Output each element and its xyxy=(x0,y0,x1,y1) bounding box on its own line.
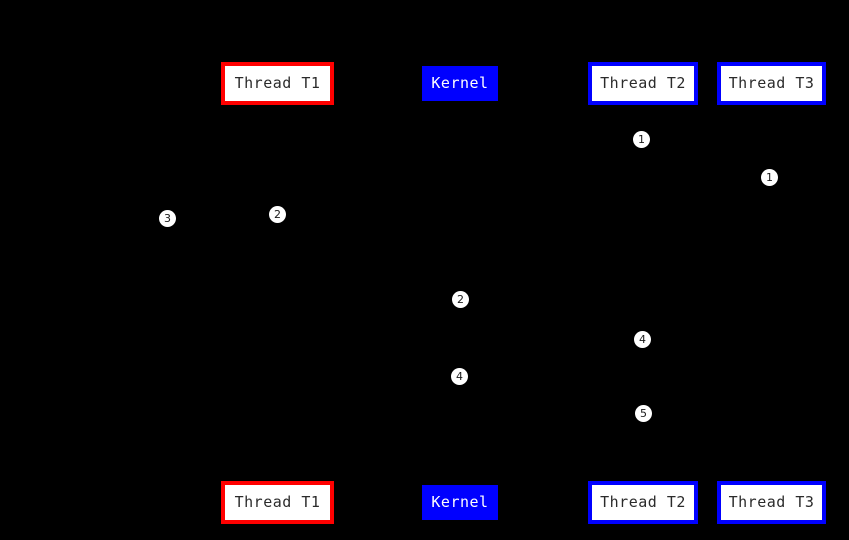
lifeline-t3 xyxy=(771,105,772,481)
participant-thread-t1-top[interactable]: Thread T1 xyxy=(221,62,334,105)
step-bullet: 1 xyxy=(761,169,778,186)
participant-label: Thread T1 xyxy=(234,493,321,511)
participant-kernel-top[interactable]: Kernel xyxy=(422,66,498,101)
lifeline-nub-t1-bottom xyxy=(276,478,279,482)
step-number: 1 xyxy=(766,171,773,184)
step-bullet: 4 xyxy=(634,331,651,348)
step-bullet: 3 xyxy=(159,210,176,227)
lifeline-t1 xyxy=(277,105,278,481)
participant-label: Thread T3 xyxy=(728,493,815,511)
lifeline-t2 xyxy=(643,105,644,481)
participant-thread-t1-bottom[interactable]: Thread T1 xyxy=(221,481,334,524)
step-number: 4 xyxy=(639,333,646,346)
participant-label: Thread T3 xyxy=(728,74,815,92)
step-number: 4 xyxy=(456,370,463,383)
step-bullet: 1 xyxy=(633,131,650,148)
participant-label: Kernel xyxy=(431,74,489,92)
step-number: 1 xyxy=(638,133,645,146)
step-bullet: 2 xyxy=(269,206,286,223)
step-number: 2 xyxy=(457,293,464,306)
participant-kernel-bottom[interactable]: Kernel xyxy=(422,485,498,520)
participant-label: Thread T2 xyxy=(600,74,686,92)
step-bullet: 2 xyxy=(452,291,469,308)
lifeline-nub-t2-top xyxy=(642,103,645,107)
step-bullet: 4 xyxy=(451,368,468,385)
lifeline-nub-t1-top xyxy=(276,103,279,107)
lifeline-nub-t3-bottom xyxy=(770,478,773,482)
step-number: 3 xyxy=(164,212,171,225)
step-number: 2 xyxy=(274,208,281,221)
step-bullet: 5 xyxy=(635,405,652,422)
participant-thread-t3-bottom[interactable]: Thread T3 xyxy=(717,481,826,524)
step-number: 5 xyxy=(640,407,647,420)
participant-label: Thread T1 xyxy=(234,74,321,92)
lifeline-nub-t2-bottom xyxy=(642,478,645,482)
participant-thread-t2-bottom[interactable]: Thread T2 xyxy=(588,481,698,524)
participant-label: Thread T2 xyxy=(600,493,686,511)
participant-thread-t3-top[interactable]: Thread T3 xyxy=(717,62,826,105)
participant-label: Kernel xyxy=(431,493,489,511)
participant-thread-t2-top[interactable]: Thread T2 xyxy=(588,62,698,105)
lifeline-nub-t3-top xyxy=(770,103,773,107)
